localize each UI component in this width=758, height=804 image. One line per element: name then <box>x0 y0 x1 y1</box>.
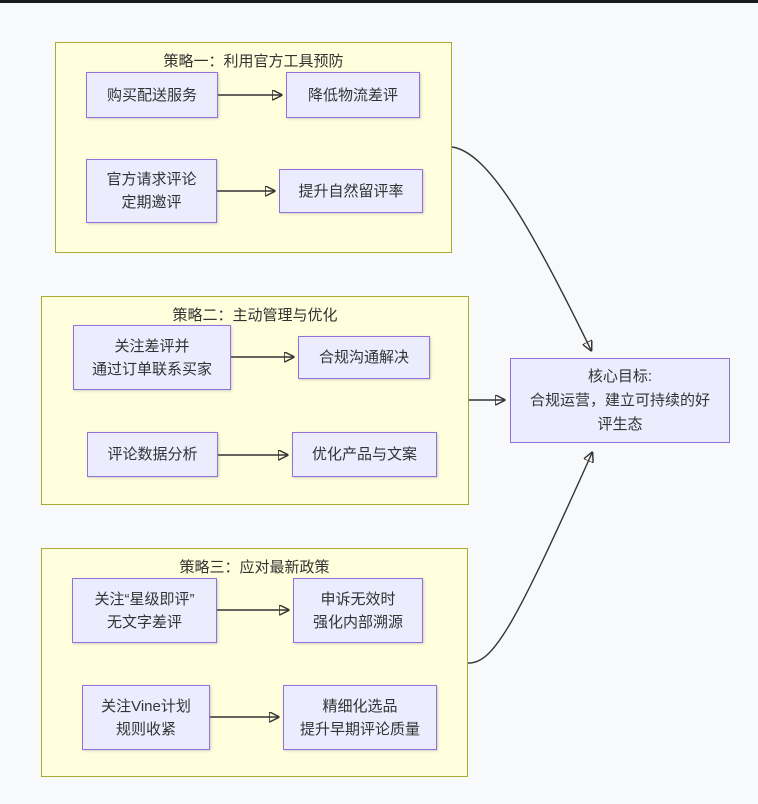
node-official-request-reviews: 官方请求评论 定期邀评 <box>86 159 217 223</box>
node-label-line1: 精细化选品 <box>322 697 398 715</box>
node-optimize-product-and-copy: 优化产品与文案 <box>292 432 437 477</box>
node-review-data-analysis: 评论数据分析 <box>87 432 218 477</box>
goal-line3: 评生态 <box>597 415 643 433</box>
cluster-strategy-2-title: 策略二：主动管理与优化 <box>172 307 338 324</box>
node-label: 提升自然留评率 <box>298 182 404 200</box>
node-label-line2: 无文字差评 <box>106 613 182 631</box>
node-refined-product-selection: 精细化选品 提升早期评论质量 <box>283 685 437 750</box>
node-label-line1: 申诉无效时 <box>320 590 396 608</box>
node-label-line1: 关注“星级即评” <box>94 590 195 608</box>
node-increase-organic-review-rate: 提升自然留评率 <box>279 169 423 213</box>
cluster-strategy-3-title: 策略三：应对最新政策 <box>179 559 330 576</box>
goal-line2: 合规运营，建立可持续的好 <box>529 391 710 409</box>
node-label-line1: 关注差评并 <box>114 337 190 355</box>
node-internal-traceability: 申诉无效时 强化内部溯源 <box>293 578 423 643</box>
node-label-line2: 强化内部溯源 <box>312 613 403 631</box>
node-vine-program-rules: 关注Vine计划 规则收紧 <box>82 685 210 750</box>
node-label-line1: 官方请求评论 <box>106 171 197 188</box>
node-star-rating-only-reviews: 关注“星级即评” 无文字差评 <box>72 578 217 643</box>
arrow-strategy3-to-goal <box>467 453 592 664</box>
node-label: 优化产品与文案 <box>311 446 417 463</box>
node-label: 评论数据分析 <box>107 446 198 463</box>
node-monitor-negative-reviews-contact-buyers: 关注差评并 通过订单联系买家 <box>73 325 231 390</box>
node-purchase-shipping-service: 购买配送服务 <box>86 72 218 118</box>
arrow-strategy1-to-goal <box>451 146 591 350</box>
node-label: 降低物流差评 <box>307 86 398 104</box>
node-core-goal: 核心目标: 合规运营，建立可持续的好 评生态 <box>510 358 730 443</box>
node-label-line2: 规则收紧 <box>115 720 176 738</box>
goal-line1: 核心目标: <box>587 367 653 385</box>
node-label-line2: 通过订单联系买家 <box>91 360 212 378</box>
window-top-bar <box>0 0 758 3</box>
node-label-line1: 关注Vine计划 <box>101 697 191 715</box>
node-label-line2: 定期邀评 <box>121 194 182 211</box>
cluster-strategy-1-title: 策略一：利用官方工具预防 <box>163 53 344 70</box>
node-label: 合规沟通解决 <box>318 349 409 366</box>
node-label: 购买配送服务 <box>106 86 197 104</box>
node-reduce-logistics-negative-reviews: 降低物流差评 <box>286 72 420 118</box>
node-label-line2: 提升早期评论质量 <box>299 720 420 738</box>
node-compliant-communication: 合规沟通解决 <box>298 336 430 379</box>
